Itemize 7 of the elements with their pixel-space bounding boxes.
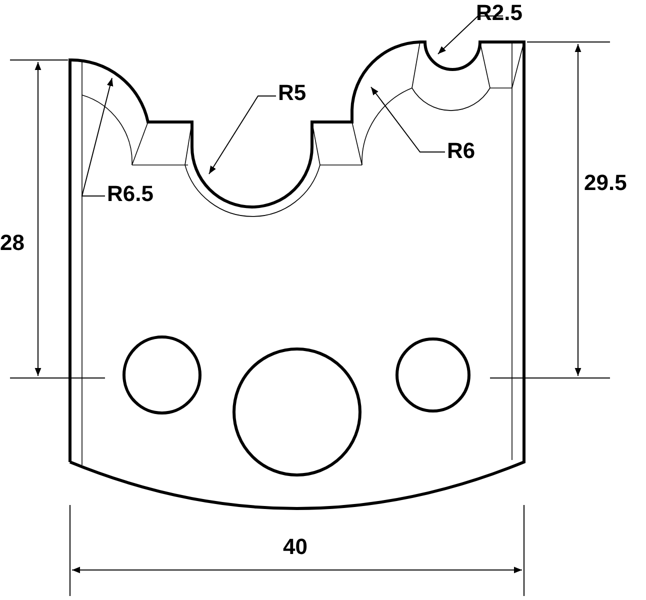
dimension-label: R5 [278,82,306,104]
dimension-label: R2.5 [476,2,522,24]
dimension-label: 40 [283,536,308,558]
dimension-label: 28 [0,232,24,254]
dimension-label: R6.5 [107,183,154,205]
dimension-label: 29.5 [584,172,627,194]
dimension-label: R6 [447,140,476,162]
